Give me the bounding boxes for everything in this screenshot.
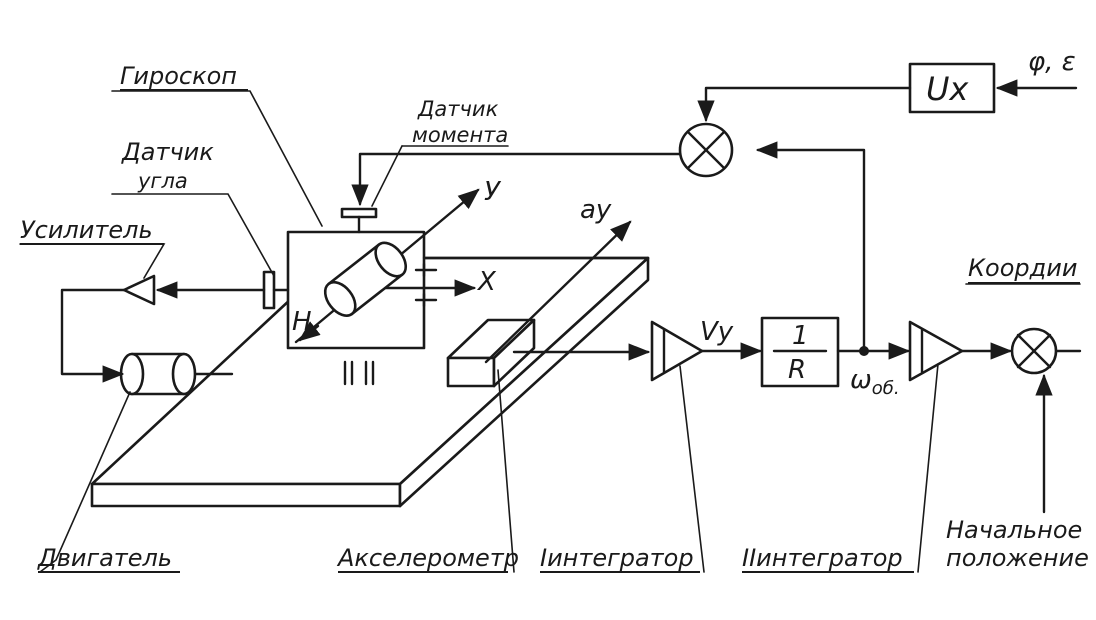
moment-sensor [340,207,378,234]
amplifier-triangle [122,274,156,306]
integrator-2-label: IIинтегратор [742,544,903,572]
coord-label: Коордии [968,254,1077,282]
motor-label: Двигатель [37,544,172,572]
moment-sensor-label-2: момента [412,123,508,147]
angle-sensor-label-1: Датчик [121,138,214,166]
angle-sensor [262,270,290,310]
one-label: 1 [792,321,809,351]
leader-lines [19,90,1081,573]
wire-amp-motor [60,288,126,383]
motor-cylinder [119,352,197,396]
label-underlines [20,89,1080,573]
r-label: R [788,355,806,385]
omega-label: ωоб. [850,365,900,399]
integrator-1-num: I [540,544,547,572]
wire-feedback-up [755,141,866,353]
axis-x-label: Х [476,267,497,297]
wire-ux-sum [697,86,912,123]
wire-to-moment-sensor [351,152,682,207]
gyro-pivot [414,262,438,308]
gyroscope-label: Гироскоп [120,62,237,90]
ux-label: Ux [926,70,969,108]
integrator-2-text: интегратор [756,544,902,572]
summing-junction-feedback [678,122,734,178]
accelerometer-label: Акселерометр [336,544,519,572]
summing-junction-output [1010,327,1058,375]
phi-eps-label: φ, ε [1028,47,1076,77]
bearing-mark [343,360,375,386]
h-label: Н [292,307,312,337]
integrator-1-label: Iинтегратор [540,544,694,572]
axis-y-label: У [484,177,502,207]
integrator-2-num: II [742,544,756,572]
vy-label: Vy [700,317,734,347]
omega-subscript: об. [872,378,900,399]
integrator-1-text: интегратор [547,544,693,572]
moment-sensor-label-1: Датчик [417,97,499,121]
amplifier-label: Усилитель [20,216,153,244]
ay-axis [484,220,632,364]
angle-sensor-label-2: угла [137,169,188,193]
initial-position-label-1: Начальное [946,516,1082,544]
ay-label: ay [580,195,612,225]
omega-symbol: ω [850,365,872,395]
platform [90,256,650,508]
divider-1-over-r [760,316,840,388]
integrator-1 [650,320,704,382]
initial-position-label-2: положение [946,544,1089,572]
integrator-2 [908,320,964,382]
h-arrow [298,321,321,342]
gyro-rotor [323,241,408,317]
